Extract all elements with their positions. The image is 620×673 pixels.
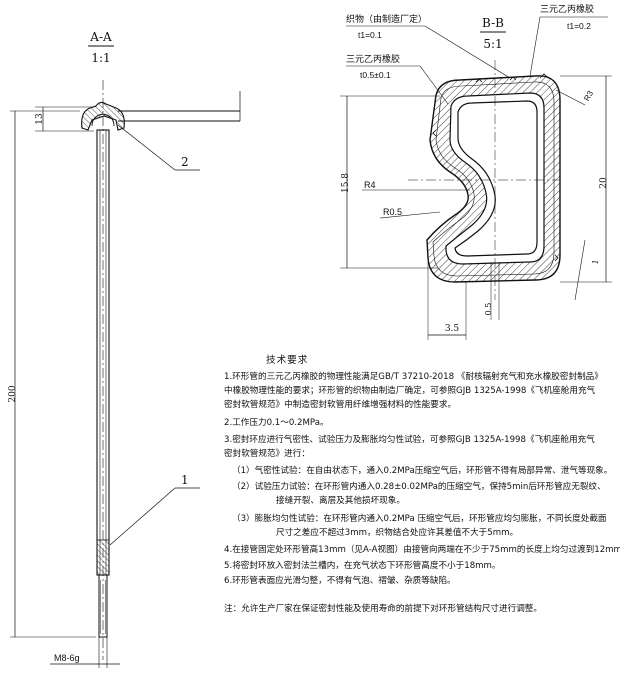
dim-1: 1 [591,259,601,266]
view-aa-title: A-A [89,30,112,44]
callout-epdm-inner: 三元乙丙橡胶 [346,53,400,65]
seal-ring-head [81,101,125,131]
callout-fabric: 织物（由制造厂定） [346,13,427,25]
note-line: 密封软管规范》中制造密封软管用纤维增强材料的性能要求。 [224,400,457,410]
callout-epdm-outer-thickness: t1=0.2 [567,21,591,31]
note-line: 3.密封环应进行气密性、试验压力及膨胀均匀性试验，可参照GJB 1325A-19… [224,435,595,445]
view-aa-scale: 1:1 [91,51,110,65]
dim-15-8: 15.8 [341,173,351,193]
radius-r3: R3 [582,89,595,103]
view-bb-title: B-B [482,16,504,30]
dim-0-5: 0.5 [484,303,493,316]
view-aa: A-A 1:1 13 200 M8-6g [8,30,241,668]
dim-200: 200 [8,385,18,402]
view-bb: B-B 5:1 15.8 20 3.5 [340,3,612,340]
note-line: 尺寸之差应不超过3mm，织物结合处应许其差值不大于5mm。 [276,528,519,538]
note-line: 接缝开裂、离层及其他损坏现象。 [276,496,405,506]
note-line: 6.环形管表面应光滑匀整，不得有气泡、褶皱、杂质等缺陷。 [224,576,456,586]
radius-r05: R0.5 [383,207,402,217]
note-line: （2）试验压力试验：在环形管内通入0.28±0.02MPa的压缩空气，保持5mi… [232,482,606,492]
callout-epdm-inner-thickness: t0.5±0.1 [360,70,391,80]
part-callout-1: 1 [181,473,189,487]
note-line: 4.在接管固定处环形管高13mm（见A-A视图）由接管向两端在不少于75mm的长… [224,545,620,555]
radius-r4: R4 [364,180,376,190]
callout-epdm-outer: 三元乙丙橡胶 [540,3,594,15]
note-line: （1）气密性试验：在自由状态下，通入0.2MPa压缩空气后，环形管不得有局部异常… [232,466,613,476]
dim-20: 20 [599,177,609,189]
note-line: 2.工作压力0.1～0.2MPa。 [224,418,329,428]
note-line: 密封软管规范》进行： [224,449,310,459]
notes-title: 技术要求 [266,355,309,366]
note-line: 5.将密封环放入密封法兰槽内，在充气状态下环形管高度不小于18mm。 [224,561,501,571]
dim-13: 13 [35,113,45,125]
part-callout-2: 2 [181,155,189,169]
thread-spec: M8-6g [54,653,80,663]
dim-3-5: 3.5 [445,324,460,334]
note-line: 注：允许生产厂家在保证密封性能及使用寿命的前提下对环形管结构尺寸进行调整。 [224,604,542,614]
note-line: 中橡胶物理性能的要求；环形管的织物由制造厂确定，可参照GJB 1325A-199… [224,386,596,396]
note-line: 1.环形管的三元乙丙橡胶的物理性能满足GB/T 37210-2018 《耐核辐射… [224,372,603,382]
callout-fabric-thickness: t1=0.1 [358,30,382,40]
note-line: （3）膨胀均匀性试验：在环形管内通入0.2MPa 压缩空气后，环形管应均匀膨胀，… [232,514,607,524]
view-bb-scale: 5:1 [483,37,502,51]
